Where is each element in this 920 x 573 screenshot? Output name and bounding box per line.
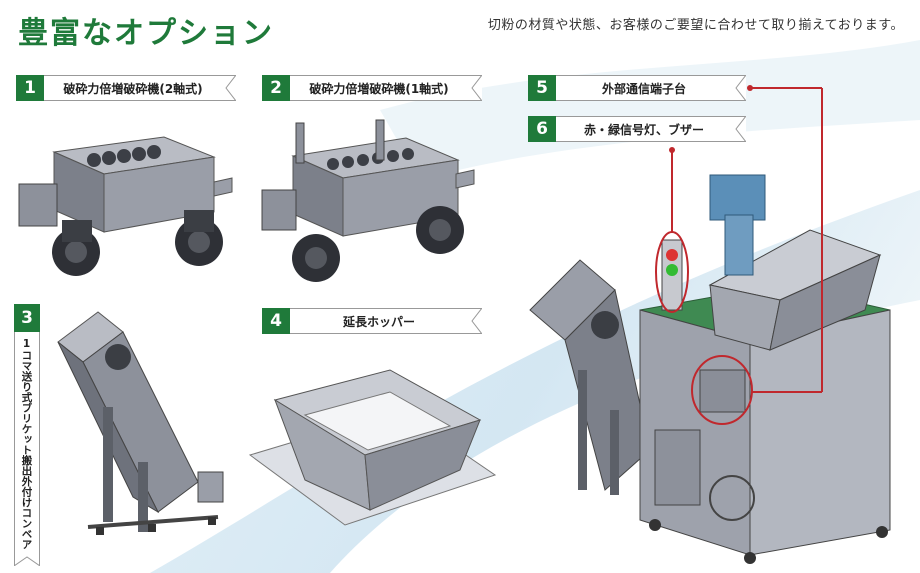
notch-icon — [471, 308, 482, 334]
page-title: 豊富なオプション — [18, 16, 274, 51]
option-number: 2 — [262, 75, 290, 101]
option-tag-2: 2 破砕力倍増破砕機(1軸式) — [262, 75, 482, 101]
option-label: 赤・緑信号灯、ブザー — [583, 122, 704, 137]
option-tag-4: 4 延長ホッパー — [262, 308, 482, 334]
main-briquetting-machine-image — [529, 174, 891, 564]
option-number: 6 — [528, 116, 556, 142]
notch-icon — [471, 75, 482, 101]
page-subtitle: 切粉の材質や状態、お客様のご要望に合わせて取り揃えております。 — [487, 18, 904, 33]
briquette-conveyor-image — [57, 311, 224, 535]
option-tag-6: 6 赤・緑信号灯、ブザー — [528, 116, 746, 142]
option-number: 4 — [262, 308, 290, 334]
option-tag-3: 3 1コマ送り式ブリケット搬出外付けコンベア — [14, 304, 40, 566]
option-number: 1 — [16, 75, 44, 101]
option-label: 1コマ送り式ブリケット搬出外付けコンベア — [20, 338, 33, 550]
option-tag-5: 5 外部通信端子台 — [528, 75, 746, 101]
extension-hopper-image — [248, 369, 497, 526]
option-label: 破砕力倍増破砕機(2軸式) — [63, 81, 203, 96]
option-label: 延長ホッパー — [342, 314, 415, 329]
option-label: 外部通信端子台 — [601, 81, 686, 96]
notch-icon — [735, 75, 746, 101]
single-shaft-crusher-image — [261, 119, 475, 282]
option-number: 5 — [528, 75, 556, 101]
notch-icon — [225, 75, 236, 101]
notch-icon — [14, 556, 40, 566]
option-tag-1: 1 破砕力倍増破砕機(2軸式) — [16, 75, 236, 101]
notch-icon — [735, 116, 746, 142]
twin-shaft-crusher-image — [18, 136, 233, 276]
option-label: 破砕力倍増破砕機(1軸式) — [309, 81, 449, 96]
option-number: 3 — [14, 304, 40, 332]
